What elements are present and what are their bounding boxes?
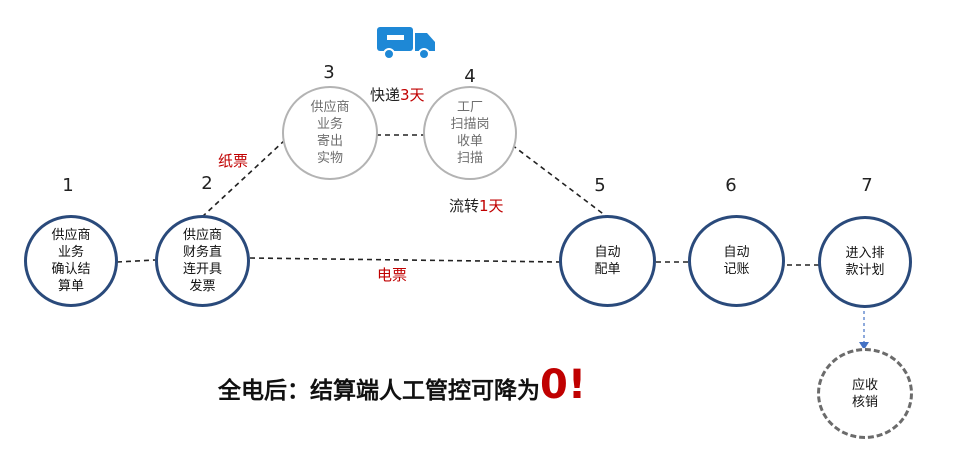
- node-receivable-writeoff: 应收 核销: [817, 348, 913, 439]
- headline: 全电后：结算端人工管控可降为0!: [218, 362, 586, 408]
- step-number-7: 7: [861, 175, 873, 196]
- connector-4-5: [511, 144, 607, 217]
- node-factory-scan-text: 工厂 扫描岗 收单 扫描: [450, 100, 490, 166]
- node-auto-match: 自动 配单: [559, 215, 656, 307]
- node-issue-invoice-text: 供应商 财务直 连开具 发票: [182, 228, 222, 294]
- node-mail-physical-text: 供应商 业务 寄出 实物: [310, 100, 350, 166]
- label-express: 快递3天: [370, 84, 425, 105]
- label-express-days: 3天: [400, 86, 425, 104]
- step-number-4: 4: [464, 66, 476, 87]
- node-issue-invoice: 供应商 财务直 连开具 发票: [155, 215, 250, 307]
- label-e-ticket: 电票: [377, 266, 408, 284]
- arrow-head: [859, 342, 869, 350]
- step-number-1: 1: [62, 175, 74, 196]
- node-factory-scan: 工厂 扫描岗 收单 扫描: [423, 86, 517, 180]
- node-payment-plan-text: 进入排 款计划: [845, 246, 885, 278]
- node-confirm-settlement-text: 供应商 业务 确认结 算单: [51, 228, 91, 294]
- label-transfer: 流转1天: [449, 195, 504, 216]
- node-auto-bookkeeping-text: 自动 记账: [723, 245, 750, 277]
- node-payment-plan: 进入排 款计划: [818, 216, 912, 308]
- label-transfer-prefix: 流转: [449, 197, 480, 215]
- label-express-prefix: 快递: [370, 86, 401, 104]
- node-confirm-settlement: 供应商 业务 确认结 算单: [24, 215, 118, 307]
- headline-suffix: !: [567, 362, 587, 408]
- step-number-6: 6: [725, 175, 737, 196]
- node-mail-physical: 供应商 业务 寄出 实物: [282, 86, 378, 180]
- connector-2-5: [249, 257, 561, 263]
- connector-1-2: [116, 259, 156, 263]
- label-transfer-days: 1天: [479, 197, 504, 215]
- node-receivable-writeoff-text: 应收 核销: [851, 377, 878, 410]
- truck-icon: [377, 27, 435, 60]
- step-number-3: 3: [323, 62, 335, 83]
- headline-value: 0: [540, 362, 568, 408]
- label-paper-ticket: 纸票: [218, 152, 249, 170]
- node-auto-match-text: 自动 配单: [594, 245, 621, 277]
- step-number-5: 5: [594, 175, 606, 196]
- step-number-2: 2: [201, 173, 213, 194]
- headline-text: 全电后：结算端人工管控可降为: [218, 378, 540, 404]
- connector-2-3: [201, 139, 286, 218]
- node-auto-bookkeeping: 自动 记账: [688, 215, 785, 307]
